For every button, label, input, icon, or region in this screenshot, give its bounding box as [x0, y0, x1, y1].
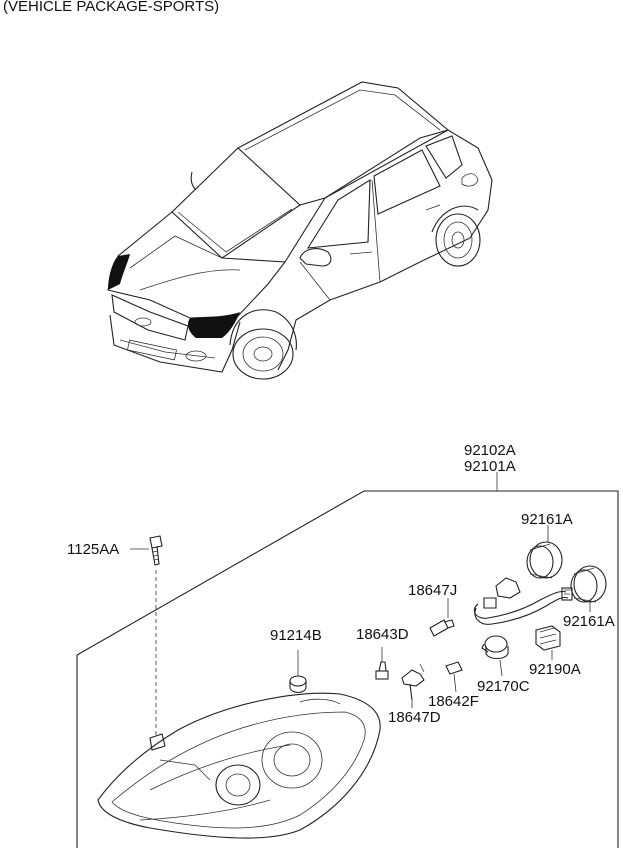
- bulb-18647j-icon: [429, 598, 455, 637]
- label-18647j: 18647J: [408, 582, 458, 599]
- label-92170c: 92170C: [477, 678, 530, 695]
- headlamp-assembly: [97, 692, 381, 839]
- cap-92161a-right-icon: [570, 565, 607, 612]
- label-92161a-top: 92161A: [521, 511, 573, 528]
- bulb-18642f-icon: [445, 661, 463, 693]
- bulb-18647d-icon: [401, 663, 425, 708]
- label-18642f: 18642F: [428, 693, 479, 710]
- label-92101a: 92101A: [464, 458, 516, 475]
- label-18647d: 18647D: [388, 709, 441, 726]
- bulb-18643d-icon: [375, 647, 389, 680]
- actuator-92190a-icon: [535, 625, 561, 660]
- assembly-outline: [76, 472, 619, 848]
- label-92161a-right: 92161A: [563, 613, 615, 630]
- label-18643d: 18643D: [356, 626, 409, 643]
- label-92190a: 92190A: [529, 661, 581, 678]
- cap-91214b-icon: [289, 650, 307, 694]
- label-1125aa: 1125AA: [67, 541, 120, 558]
- package-title: (VEHICLE PACKAGE-SPORTS): [3, 0, 220, 15]
- cap-92161a-top-icon: [526, 525, 563, 579]
- label-91214b: 91214B: [270, 627, 322, 644]
- socket-92170c-icon: [481, 635, 509, 677]
- label-92102a: 92102A: [464, 442, 516, 459]
- car-illustration: [107, 81, 493, 380]
- bolt-1125aa-icon: [130, 535, 163, 735]
- wiring-harness-icon: [473, 577, 573, 625]
